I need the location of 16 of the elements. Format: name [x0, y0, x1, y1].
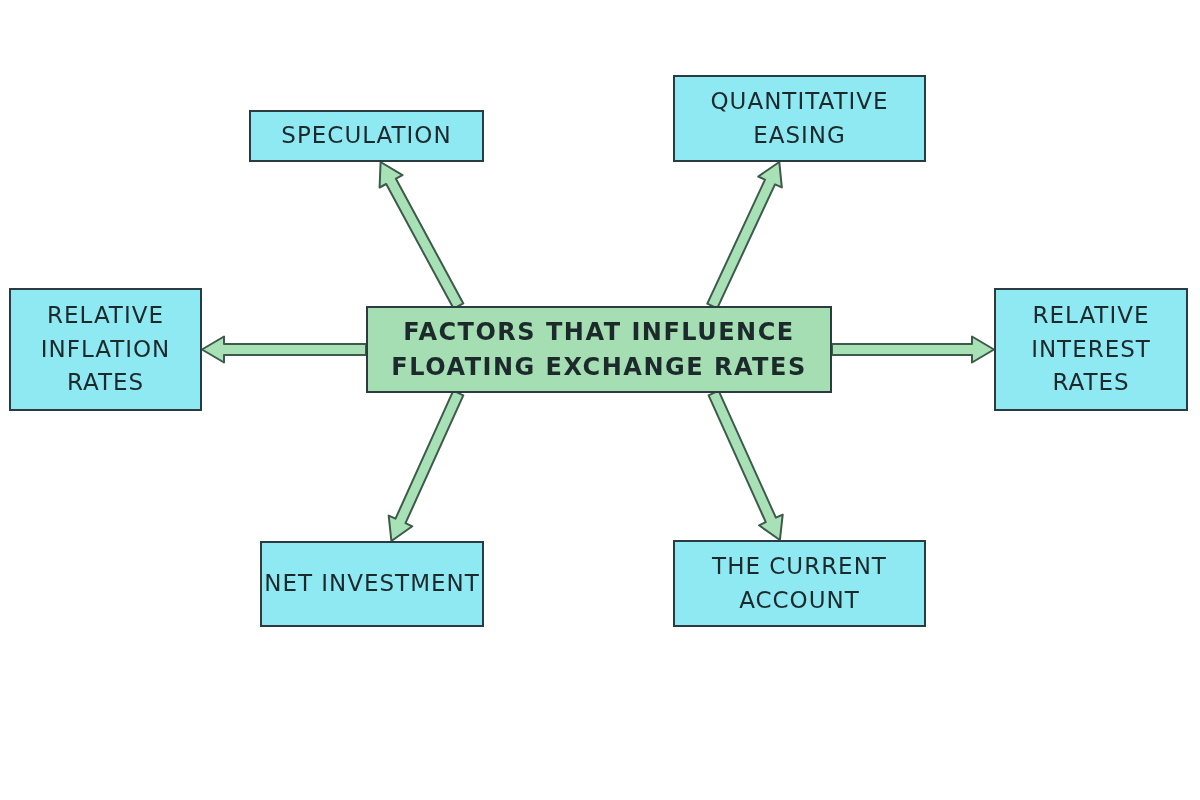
factor-label: RELATIVE INTEREST RATES	[1030, 301, 1152, 398]
factor-box	[249, 110, 484, 162]
central-topic-text: FACTORS THAT INFLUENCE FLOATING EXCHANGE RATES	[390, 316, 808, 383]
factor-label: RELATIVE INFLATION RATES	[39, 301, 172, 398]
block-arrow	[831, 335, 995, 364]
factor-box	[9, 288, 202, 411]
factor-box	[673, 540, 926, 627]
factor-box	[994, 288, 1188, 411]
factor-label: SPECULATION	[281, 121, 452, 151]
block-arrow	[201, 335, 367, 364]
central-topic-box	[366, 306, 832, 393]
factor-box	[673, 75, 926, 162]
factor-label: THE CURRENT ACCOUNT	[711, 552, 888, 615]
factor-label: NET INVESTMENT	[264, 569, 480, 599]
factor-box	[260, 541, 484, 627]
factor-label: QUANTITATIVE EASING	[709, 87, 890, 150]
